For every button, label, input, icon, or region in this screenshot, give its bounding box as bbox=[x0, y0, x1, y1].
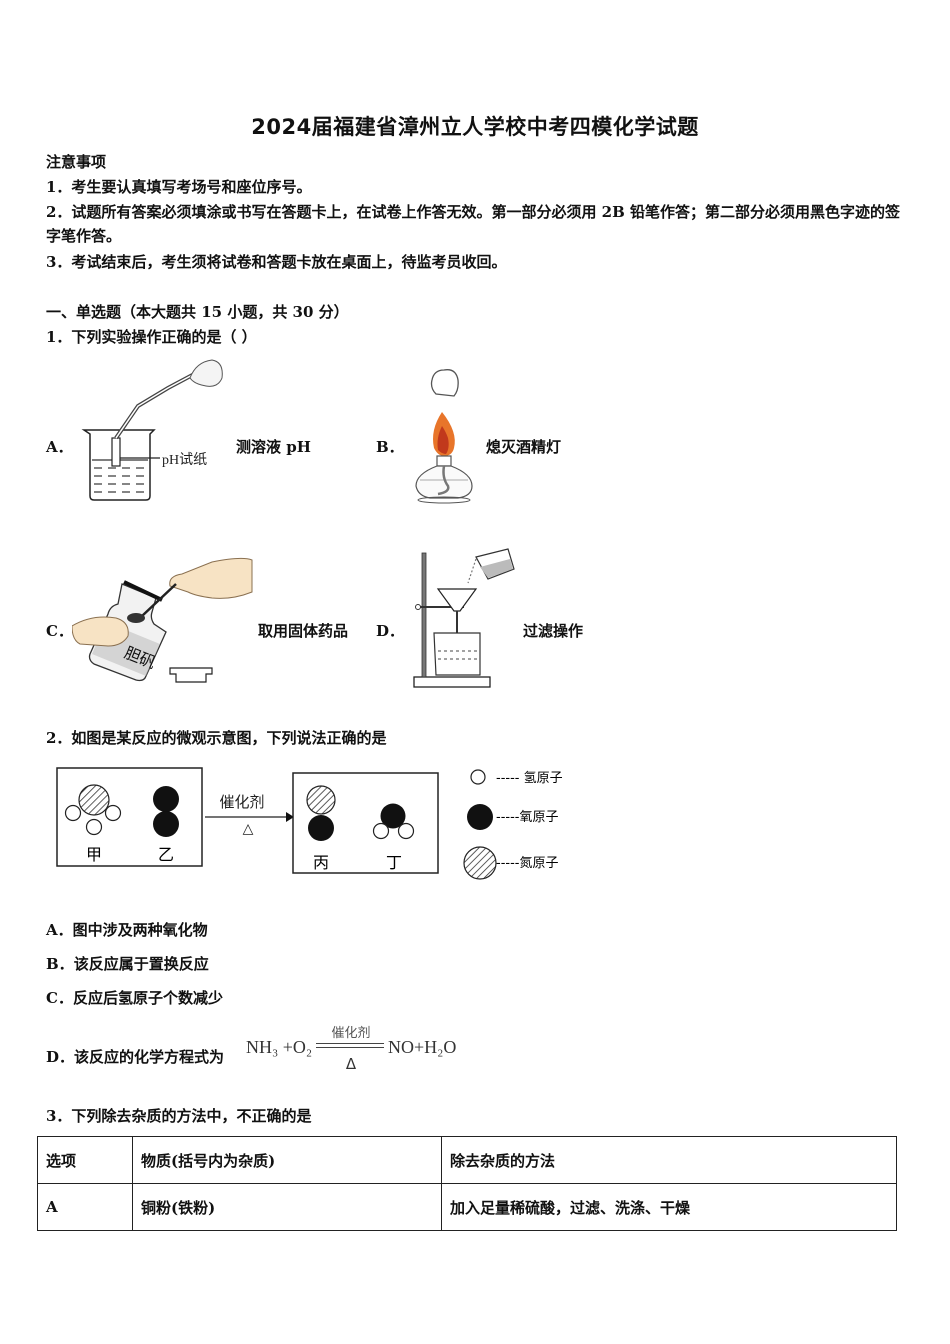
q2-stem: 2．如图是某反应的微观示意图，下列说法正确的是 bbox=[46, 729, 387, 747]
q3-stem: 3．下列除去杂质的方法中，不正确的是 bbox=[46, 1107, 312, 1125]
q1-option-d-label[interactable]: D． bbox=[376, 622, 405, 640]
cell-substance: 铜粉(铁粉) bbox=[132, 1183, 442, 1231]
q2-option-b[interactable]: B．该反应属于置换反应 bbox=[46, 952, 209, 976]
label-bing: 丙 bbox=[313, 853, 329, 872]
q1-option-b-caption: 熄灭酒精灯 bbox=[486, 438, 562, 456]
header-option: 选项 bbox=[37, 1136, 133, 1184]
label-jia: 甲 bbox=[86, 845, 102, 864]
q2-option-d[interactable]: D．该反应的化学方程式为 bbox=[46, 1045, 224, 1069]
q2-option-c[interactable]: C．反应后氢原子个数减少 bbox=[46, 986, 223, 1010]
header-method: 除去杂质的方法 bbox=[441, 1136, 897, 1184]
filtration-figure bbox=[413, 548, 515, 688]
q1-option-c-label[interactable]: C． bbox=[46, 622, 73, 640]
cell-option: A bbox=[37, 1183, 133, 1231]
q1-option-a-caption: 测溶液 pH bbox=[236, 438, 311, 456]
page-title: 2024届福建省漳州立人学校中考四模化学试题 bbox=[251, 115, 699, 139]
q2-option-d-text: 该反应的化学方程式为 bbox=[74, 1048, 225, 1066]
equation-double-line bbox=[316, 1043, 384, 1048]
q1-option-c-caption: 取用固体药品 bbox=[258, 622, 349, 640]
q2-option-a-label: A． bbox=[46, 921, 73, 939]
nitrogen-atom-icon bbox=[463, 846, 497, 880]
ph-test-figure: pH试纸 bbox=[81, 359, 223, 501]
q2-option-c-text: 反应后氢原子个数减少 bbox=[72, 989, 223, 1007]
impurity-table: 选项 物质(括号内为杂质) 除去杂质的方法 A 铜粉(铁粉) 加入足量稀硫酸，过… bbox=[37, 1136, 897, 1231]
q2-option-c-label: C． bbox=[46, 989, 73, 1007]
q1-option-b-label[interactable]: B． bbox=[376, 438, 404, 456]
equation-left: NH₃ +O₂ bbox=[246, 1037, 313, 1057]
notice-item-2: 2．试题所有答案必须填涂或书写在答题卡上，在试卷上作答无效。第一部分必须用 2B… bbox=[46, 203, 901, 245]
q2-option-a-text: 图中涉及两种氧化物 bbox=[72, 921, 208, 939]
legend-nitrogen: -----氮原子 bbox=[496, 856, 558, 871]
alcohol-lamp-figure bbox=[415, 369, 473, 504]
equation-condition-top: 催化剂 bbox=[331, 1026, 371, 1041]
solid-reagent-figure: 胆矾 bbox=[72, 557, 253, 683]
q2-option-a[interactable]: A．图中涉及两种氧化物 bbox=[46, 918, 208, 942]
section-heading: 一、单选题（本大题共 15 小题，共 30 分） bbox=[46, 303, 349, 321]
oxygen-atom-icon bbox=[467, 804, 493, 830]
arrow-catalyst-label: 催化剂 bbox=[219, 793, 264, 811]
label-yi: 乙 bbox=[158, 845, 174, 864]
equation-right: NO+H₂O bbox=[388, 1037, 457, 1057]
cell-method: 加入足量稀硫酸，过滤、洗涤、干燥 bbox=[441, 1183, 897, 1231]
hydrogen-atom-icon bbox=[470, 769, 486, 785]
q2-option-b-text: 该反应属于置换反应 bbox=[73, 955, 209, 973]
notice-item-3: 3．考试结束后，考生须将试卷和答题卡放在桌面上，待监考员收回。 bbox=[46, 253, 507, 271]
reaction-micro-diagram: 甲 乙 催化剂 △ 丙 丁 ----- 氢原子 -----氧原子 -----氮原… bbox=[56, 767, 563, 880]
q1-option-a-label[interactable]: A． bbox=[46, 438, 73, 456]
label-ding: 丁 bbox=[386, 853, 402, 872]
reactant-box bbox=[56, 767, 203, 867]
legend-hydrogen: ----- 氢原子 bbox=[496, 771, 563, 786]
q1-option-d-caption: 过滤操作 bbox=[523, 622, 584, 640]
arrow-heat-label: △ bbox=[243, 821, 254, 837]
equation-condition-bottom: Δ bbox=[345, 1055, 357, 1073]
table-header-row: 选项 物质(括号内为杂质) 除去杂质的方法 bbox=[37, 1136, 897, 1184]
q2-option-b-label: B． bbox=[46, 955, 74, 973]
table-row: A 铜粉(铁粉) 加入足量稀硫酸，过滤、洗涤、干燥 bbox=[37, 1183, 897, 1231]
notice-heading: 注意事项 bbox=[46, 153, 107, 171]
q2-option-d-label: D． bbox=[46, 1048, 75, 1066]
legend-oxygen: -----氧原子 bbox=[496, 810, 558, 825]
notice-item-1: 1．考生要认真填写考场号和座位序号。 bbox=[46, 178, 312, 196]
header-substance: 物质(括号内为杂质) bbox=[132, 1136, 442, 1184]
ph-paper-label: pH试纸 bbox=[162, 452, 207, 468]
q1-stem: 1．下列实验操作正确的是（ ） bbox=[46, 328, 257, 346]
